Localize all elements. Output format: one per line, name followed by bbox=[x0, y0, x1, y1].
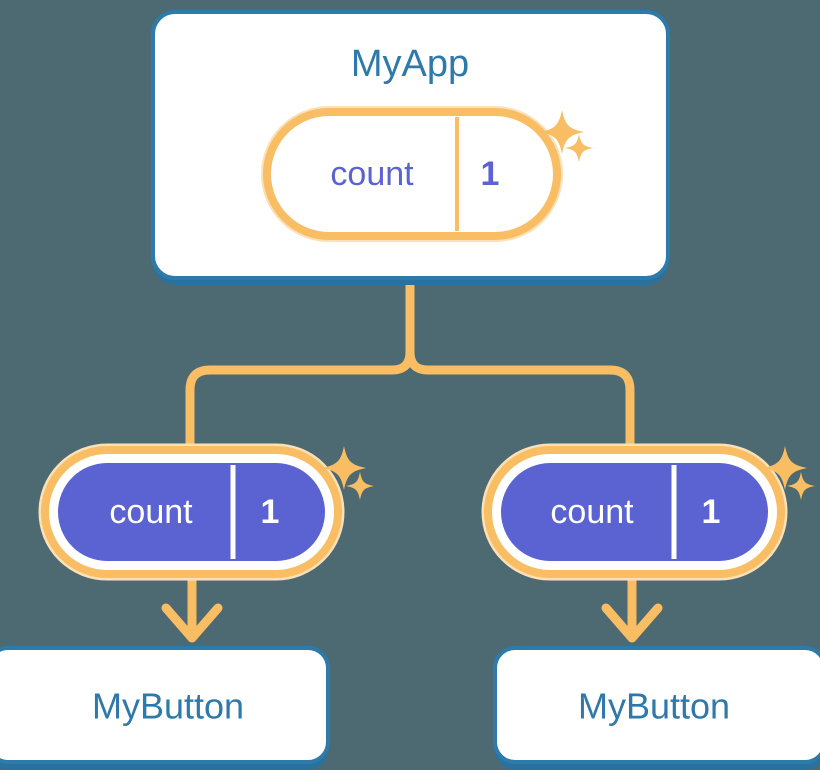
state-pill-right[interactable]: count 1 bbox=[481, 443, 788, 581]
root-component-card[interactable]: MyApp count 1 bbox=[151, 10, 670, 285]
leaf-right-card[interactable]: MyButton bbox=[493, 646, 820, 770]
sparkle-large-icon bbox=[322, 446, 366, 490]
leaf-right-body bbox=[493, 646, 820, 764]
state-pill-root-ring bbox=[263, 108, 561, 240]
sparkle-group-left bbox=[322, 446, 374, 500]
connector-arrow-left-head bbox=[161, 603, 223, 643]
state-pill-left[interactable]: count 1 bbox=[38, 443, 345, 581]
state-pill-root[interactable]: count 1 bbox=[261, 106, 563, 242]
leaf-left-title: MyButton bbox=[92, 686, 244, 727]
state-pill-root-value: 1 bbox=[481, 155, 500, 193]
leaf-right-title: MyButton bbox=[578, 686, 730, 727]
sparkle-large-icon bbox=[763, 446, 807, 490]
sparkle-small-icon bbox=[346, 472, 374, 500]
state-pill-right-value: 1 bbox=[702, 493, 721, 531]
leaf-left-card[interactable]: MyButton bbox=[0, 646, 330, 770]
connector-group bbox=[161, 281, 663, 643]
sparkle-small-icon bbox=[565, 134, 593, 162]
state-pill-right-key: count bbox=[550, 493, 634, 531]
connector-tree-path-left bbox=[185, 347, 415, 457]
child-right-group[interactable]: count 1 MyButton bbox=[481, 443, 820, 770]
state-pill-right-fill bbox=[501, 463, 768, 561]
sparkle-small-icon bbox=[787, 472, 815, 500]
state-pill-left-fill bbox=[58, 463, 325, 561]
child-left-group[interactable]: count 1 MyButton bbox=[0, 443, 374, 770]
sparkle-large-icon bbox=[540, 110, 584, 154]
state-pill-left-key: count bbox=[109, 493, 193, 531]
sparkle-group-right bbox=[763, 446, 815, 500]
state-pill-left-value: 1 bbox=[261, 493, 280, 531]
connector-arrow-right-head bbox=[601, 603, 663, 643]
root-card-title: MyApp bbox=[351, 43, 469, 85]
leaf-left-body bbox=[0, 646, 330, 764]
connector-tree-path bbox=[405, 281, 635, 457]
state-pill-root-key: count bbox=[330, 155, 414, 193]
sparkle-group-root bbox=[540, 110, 593, 162]
